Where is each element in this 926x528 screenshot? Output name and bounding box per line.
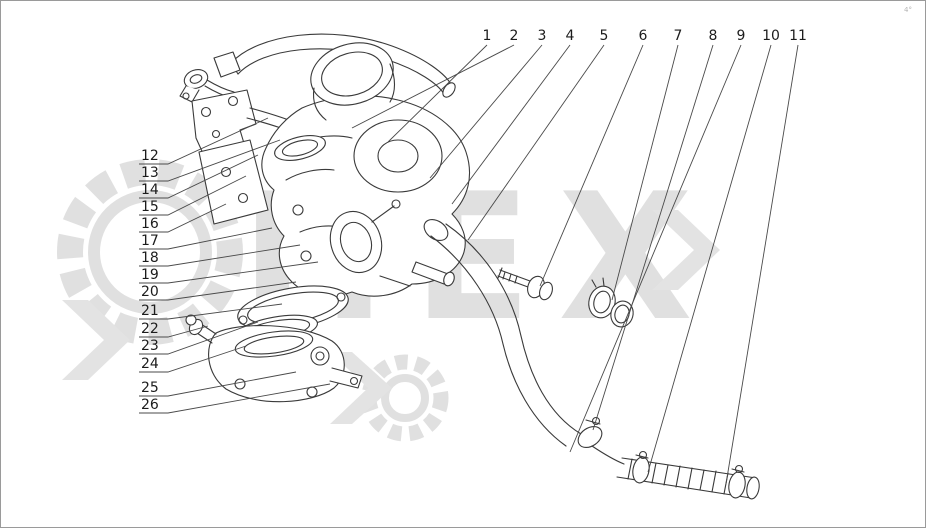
corrugated-hose (616, 450, 760, 500)
callout-label-14: 14 (141, 182, 159, 198)
leader-line-22 (139, 325, 209, 338)
callout-label-19: 19 (141, 267, 159, 283)
throttle-body (185, 314, 363, 403)
leader-line-8 (592, 44, 714, 431)
leader-line-14 (139, 154, 259, 199)
leader-line-16 (139, 203, 227, 233)
banjo-bolt (497, 267, 553, 301)
callout-label-4: 4 (566, 28, 575, 44)
leader-line-18 (139, 244, 301, 267)
callout-label-9: 9 (737, 28, 746, 44)
callout-label-15: 15 (141, 199, 159, 215)
leader-line-13 (139, 139, 281, 182)
leader-line-17 (139, 227, 273, 250)
leader-line-25 (139, 371, 297, 397)
watermark-gear-icon (57, 159, 243, 345)
callout-label-12: 12 (141, 148, 159, 164)
callout-label-26: 26 (141, 397, 159, 413)
leader-line-2 (351, 44, 515, 129)
leader-line-20 (139, 281, 297, 301)
leader-line-10 (647, 44, 772, 473)
callout-label-2: 2 (510, 28, 519, 44)
callout-label-23: 23 (141, 338, 159, 354)
leader-line-19 (139, 261, 319, 284)
callout-label-17: 17 (141, 233, 159, 249)
leader-line-26 (139, 383, 331, 414)
callout-label-21: 21 (141, 303, 159, 319)
callout-label-22: 22 (141, 321, 159, 337)
leader-line-4 (451, 44, 571, 205)
leader-line-7 (611, 44, 679, 301)
callout-label-3: 3 (538, 28, 547, 44)
callout-label-6: 6 (639, 28, 648, 44)
leader-line-9 (569, 44, 742, 453)
leader-line-3 (429, 44, 543, 179)
leader-line-6 (539, 44, 644, 287)
callout-label-5: 5 (600, 28, 609, 44)
leader-line-12 (139, 117, 269, 165)
callout-label-25: 25 (141, 380, 159, 396)
callout-label-1: 1 (483, 28, 492, 44)
leader-line-1 (387, 44, 488, 143)
leader-line-23 (139, 321, 259, 355)
leader-line-5 (467, 44, 605, 241)
leader-line-21 (139, 303, 283, 320)
leader-line-15 (139, 175, 247, 216)
leader-line-24 (139, 345, 247, 373)
assembly-drawing (179, 33, 760, 500)
leader-line-11 (725, 44, 799, 485)
callout-label-13: 13 (141, 165, 159, 181)
watermark-small-gear-icon (361, 354, 449, 442)
callout-label-8: 8 (709, 28, 718, 44)
callout-label-18: 18 (141, 250, 159, 266)
callout-label-16: 16 (141, 216, 159, 232)
callout-label-11: 11 (789, 28, 807, 44)
callout-label-10: 10 (762, 28, 780, 44)
actuator-canister (329, 199, 401, 274)
watermark-chevrons (62, 210, 720, 424)
callout-label-7: 7 (674, 28, 683, 44)
watermark: ПЕХ (57, 157, 720, 442)
compressor-inlet (310, 42, 396, 121)
breather-fitting (179, 69, 235, 103)
callout-label-20: 20 (141, 284, 159, 300)
vband-flange (274, 135, 326, 161)
outlet-hose (430, 223, 625, 465)
callout-label-24: 24 (141, 356, 159, 372)
corner-mark: 4° (904, 6, 912, 14)
